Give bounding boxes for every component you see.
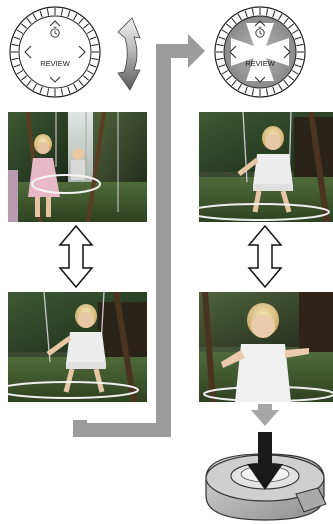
double-headed-vertical-arrow-icon <box>249 226 281 287</box>
left-navigation-dial[interactable]: REVIEW <box>10 7 100 97</box>
double-headed-vertical-arrow-icon <box>60 226 92 287</box>
dial-review-label: REVIEW <box>40 59 71 68</box>
dial-review-label: REVIEW <box>245 59 276 68</box>
photo-girl-on-swing <box>0 292 147 402</box>
down-step-arrow-icon <box>251 404 279 426</box>
right-navigation-dial[interactable]: REVIEW <box>215 7 305 97</box>
photo-girl-on-swing <box>189 112 333 222</box>
curved-double-arrow-icon <box>118 18 140 90</box>
photo-girl-pointing <box>199 292 333 402</box>
photo-girl-with-hoop <box>8 112 147 222</box>
